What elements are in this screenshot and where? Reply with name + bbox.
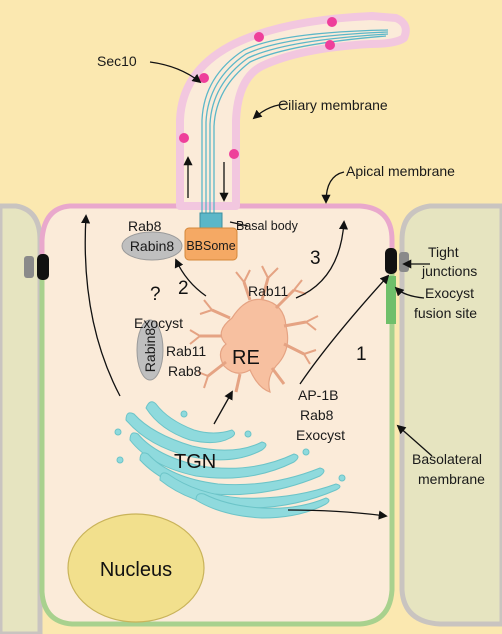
step-3-label: 3 — [310, 248, 321, 269]
exocyst-left-label: Exocyst — [134, 315, 183, 331]
arrow-apical-membrane — [321, 171, 345, 204]
arrow-tgn-re — [213, 390, 233, 425]
arrow-basal-body — [229, 221, 249, 227]
rab8-left-label: Rab8 — [168, 363, 202, 379]
rabin8-top-oval — [121, 231, 183, 261]
basolateral-label-line2: membrane — [418, 471, 485, 487]
recycling-endosome — [189, 265, 319, 393]
bbsome-box — [184, 227, 238, 261]
re-label: RE — [232, 347, 260, 369]
tight-junction-left-gray — [24, 256, 34, 278]
sec10-dot — [179, 133, 189, 143]
arrow-ciliary-membrane — [252, 103, 289, 120]
arrow-step3 — [295, 220, 349, 299]
arrow-step2 — [174, 258, 207, 297]
step-1-label: 1 — [356, 344, 367, 365]
exocyst-fusion-label-line1: Exocyst — [425, 285, 474, 301]
arrow-step1 — [299, 274, 390, 385]
sec10-dot — [229, 149, 239, 159]
rab8-top-label: Rab8 — [128, 218, 162, 234]
question-mark-label: ? — [150, 284, 161, 305]
rab8-right-label: Rab8 — [300, 407, 334, 423]
tight-junction-right-black — [385, 248, 397, 274]
sec10-dot — [199, 73, 209, 83]
step-2-label: 2 — [178, 278, 189, 299]
apical-membrane — [39, 203, 395, 262]
ciliary-membrane-label: Ciliary membrane — [278, 97, 388, 113]
axoneme — [201, 29, 389, 214]
cilium — [176, 12, 410, 210]
sec10-dot — [327, 17, 337, 27]
rab11-left-label: Rab11 — [166, 343, 206, 359]
tight-junctions-label-line1: Tight — [428, 244, 459, 260]
rabin8-vertical-oval — [136, 319, 164, 381]
tight-junction-left-black — [37, 254, 49, 280]
exocyst-fusion-site — [386, 276, 396, 324]
apical-membrane-label: Apical membrane — [346, 163, 455, 179]
arrow-exocyst-fusion — [394, 286, 425, 299]
basolateral-label-line1: Basolateral — [412, 451, 482, 467]
trafficking-arrows — [81, 61, 433, 520]
tight-junction-right-gray — [399, 252, 409, 272]
basal-body-label: Basal body — [236, 219, 299, 233]
bbsome-label: BBSome — [186, 239, 235, 253]
arrow-basolateral-membrane — [396, 424, 433, 457]
tight-junctions-label-line2: junctions — [421, 263, 477, 279]
arrow-tgn-apical — [81, 214, 121, 397]
tgn-label: TGN — [174, 451, 216, 473]
exocyst-right-label: Exocyst — [296, 427, 345, 443]
ap1b-label: AP-1B — [298, 387, 338, 403]
nucleus-label: Nucleus — [100, 559, 172, 581]
basolateral-membrane — [39, 262, 395, 627]
sec10-dots — [179, 17, 337, 159]
rabin8-vertical-label: Rabin8 — [142, 328, 158, 373]
right-neighbor-cell — [399, 203, 502, 627]
sec10-dot — [325, 40, 335, 50]
tgn — [114, 401, 346, 519]
sec10-label: Sec10 — [97, 53, 137, 69]
arrow-tgn-basolateral — [287, 509, 388, 520]
rab11-top-label: Rab11 — [248, 283, 288, 299]
exocyst-fusion-label-line2: fusion site — [414, 305, 477, 321]
arrow-sec10 — [149, 61, 202, 84]
sec10-dot — [254, 32, 264, 42]
nucleus — [67, 513, 205, 623]
rabin8-top-label: Rabin8 — [130, 238, 175, 254]
